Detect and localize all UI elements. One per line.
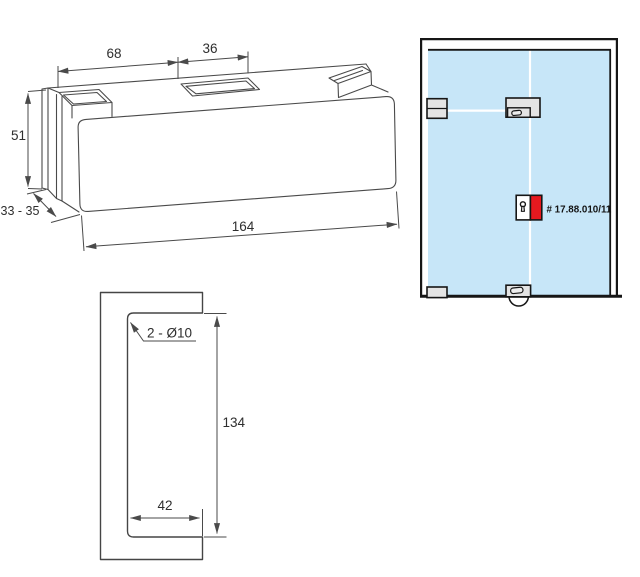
dim-134-label: 134 xyxy=(223,415,246,430)
door-elevation: # 17.88.010/11 xyxy=(420,38,622,307)
isometric-patch-fitting-view: 68 36 51 33 - 35 164 xyxy=(1,41,400,252)
pivot-slot-icon xyxy=(509,286,524,295)
top-back-edge xyxy=(47,63,367,89)
glass-slab-edge xyxy=(55,93,63,202)
floor-spring-arc xyxy=(508,296,530,307)
wall-frame xyxy=(420,38,618,296)
fitting-bottom-left xyxy=(426,286,448,299)
glass-cutout-view: 2 - Ø10 134 42 xyxy=(99,291,246,561)
dim-164: 164 xyxy=(81,191,400,252)
right-tab-hook xyxy=(328,63,389,99)
lock-patch-highlight xyxy=(515,194,543,221)
fitting-top-left xyxy=(426,97,448,120)
fitting-bottom-pivot xyxy=(505,284,532,298)
keyhole-icon xyxy=(519,201,527,212)
dim-36-label: 36 xyxy=(202,41,217,56)
part-number-label: # 17.88.010/11 xyxy=(547,205,612,216)
dim-68: 68 xyxy=(57,46,179,88)
pivot-slot-icon xyxy=(511,109,522,117)
dim-36: 36 xyxy=(177,41,249,74)
dim-42: 42 xyxy=(130,498,203,536)
dim-51-label: 51 xyxy=(11,128,26,143)
dim-51: 51 xyxy=(11,89,47,190)
dim-134: 134 xyxy=(204,313,246,538)
glass-panel xyxy=(428,49,611,296)
dim-164-label: 164 xyxy=(232,219,255,234)
dim-42-label: 42 xyxy=(157,498,172,513)
front-cover-plate xyxy=(77,96,397,212)
dim-depth-label: 33 - 35 xyxy=(1,204,40,218)
center-cutout xyxy=(180,77,261,97)
highlight-red-block xyxy=(529,194,543,221)
fitting-top-pivot xyxy=(505,97,541,119)
left-tab-hole xyxy=(47,87,113,119)
dim-68-label: 68 xyxy=(106,46,121,61)
back-plate-edge xyxy=(41,87,49,191)
glass-cutout-outline xyxy=(99,291,204,561)
holes-label: 2 - Ø10 xyxy=(147,326,192,341)
bottom-step-connectors xyxy=(47,188,80,213)
leader-holes: 2 - Ø10 xyxy=(130,322,196,342)
dim-depth: 33 - 35 xyxy=(1,189,81,223)
